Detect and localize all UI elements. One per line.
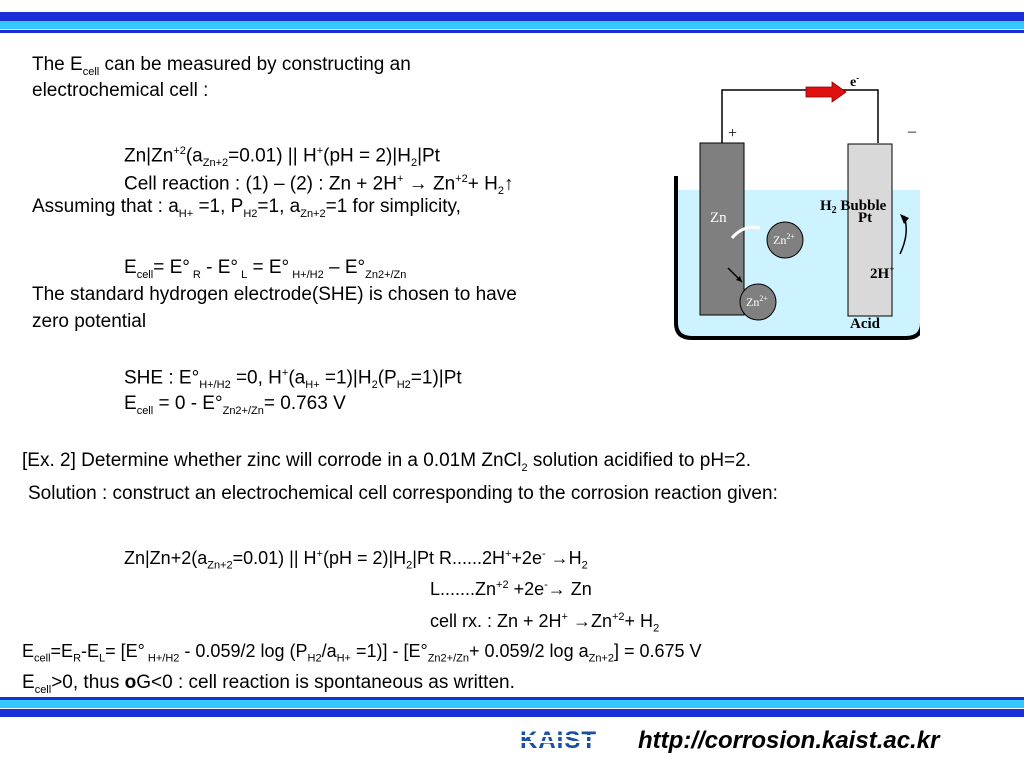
- header-band-dark: [0, 12, 1024, 21]
- hydrogen-evolution-arrowhead: [900, 214, 909, 224]
- electron-flow-arrow: [805, 81, 847, 103]
- cell-reaction: Cell reaction : (1) – (2) : Zn + 2H+ → Z…: [124, 173, 514, 198]
- electron-label: e-: [850, 73, 859, 90]
- example-cell-notation: Zn|Zn+2(aZn+2=0.01) || H+(pH = 2)|H2|Pt …: [124, 548, 588, 572]
- footer-band-top: [0, 697, 1024, 700]
- left-reaction: L.......Zn+2 +2e-→ Zn: [430, 579, 592, 599]
- gibbs-delta-symbol: o: [124, 672, 137, 693]
- platinum-electrode-label: Pt: [858, 210, 872, 226]
- header-band-light: [0, 21, 1024, 29]
- intro-line1: The Ecell can be measured by constructin…: [32, 54, 411, 78]
- footer-band-light: [0, 700, 1024, 708]
- h2-bubble-label: H2 Bubble: [820, 198, 887, 216]
- minus-terminal-label: –: [907, 123, 917, 140]
- external-wire: [721, 89, 879, 143]
- pt-right-plate: [847, 143, 893, 317]
- she-equation: SHE : E°H+/H2 =0, H+(aH+ =1)|H2(PH2=1)|P…: [124, 367, 462, 392]
- acid-label: Acid: [850, 316, 881, 332]
- zinc-electrode: [699, 142, 745, 316]
- intro-line2: electrochemical cell :: [32, 80, 209, 101]
- ecell-equation: Ecell= E° R - E° L = E° H+/H2 – E°Zn2+/Z…: [124, 257, 407, 281]
- beaker: [674, 176, 920, 340]
- footer-band-dark: [0, 709, 1024, 717]
- example-heading: [Ex. 2] Determine whether zinc will corr…: [22, 450, 751, 474]
- solution-line: Solution : construct an electrochemical …: [28, 483, 778, 504]
- header-band-thin: [0, 30, 1024, 33]
- zinc-ion-lower-label: Zn2+: [746, 294, 768, 309]
- svg-text:KAIST: KAIST: [520, 727, 597, 752]
- kaist-logo: KAIST: [520, 727, 604, 752]
- zinc-ion-lower: [739, 283, 777, 321]
- zinc-ion-upper-label: Zn2+: [773, 232, 795, 247]
- she-text-line1: The standard hydrogen electrode(SHE) is …: [32, 284, 517, 305]
- dissolution-arrowhead: [736, 276, 742, 282]
- conclusion: Ecell>0, thus oG<0 : cell reaction is sp…: [22, 672, 515, 696]
- cell-rx: cell rx. : Zn + 2H+ →Zn+2+ H2: [430, 611, 660, 635]
- zinc-ion-upper: [766, 221, 804, 259]
- she-ecell: Ecell = 0 - E°Zn2+/Zn= 0.763 V: [124, 393, 346, 417]
- dissolution-arrow-upper: [730, 225, 761, 240]
- proton-label: 2H+: [870, 264, 894, 282]
- assuming-line: Assuming that : aH+ =1, PH2=1, aZn+2=1 f…: [32, 196, 461, 220]
- final-equation: Ecell=ER-EL= [E° H+/H2 - 0.059/2 log (PH…: [22, 641, 702, 665]
- cell-notation: Zn|Zn+2(aZn+2=0.01) || H+(pH = 2)|H2|Pt: [124, 145, 440, 170]
- zinc-electrode-label: Zn: [710, 210, 727, 226]
- electrochemical-cell-diagram: e- + –: [674, 73, 920, 340]
- plus-terminal-label: +: [728, 125, 737, 142]
- she-text-line2: zero potential: [32, 311, 147, 332]
- footer-url-link[interactable]: http://corrosion.kaist.ac.kr: [638, 727, 940, 754]
